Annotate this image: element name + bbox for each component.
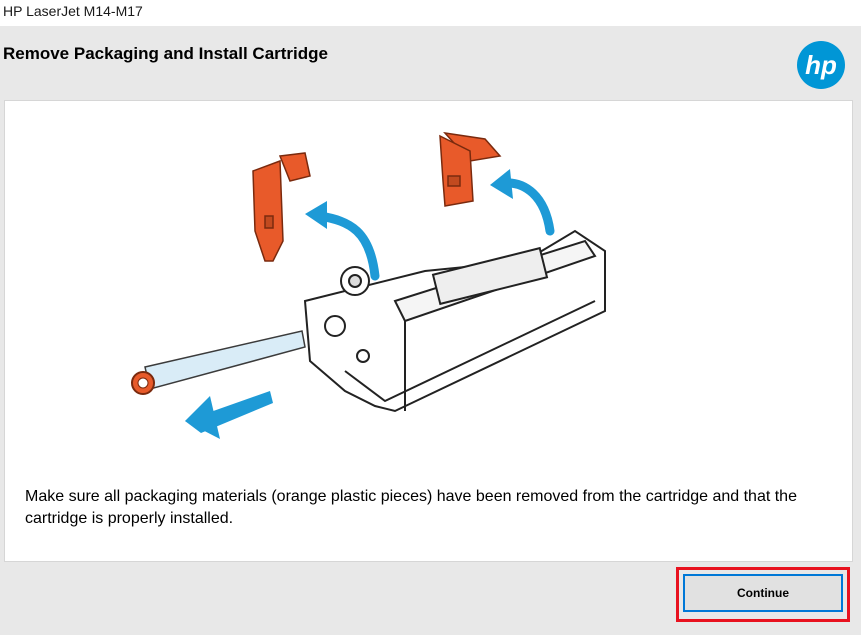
pull-direction-arrow: [185, 391, 273, 439]
instruction-text: Make sure all packaging materials (orang…: [25, 488, 797, 527]
left-arrow-head: [305, 201, 327, 229]
right-orange-clip: [439, 131, 502, 207]
right-arrow-head: [490, 169, 513, 199]
continue-button[interactable]: Continue: [683, 574, 843, 612]
sealing-strip: [131, 330, 306, 395]
hp-logo-text: hp: [805, 50, 837, 80]
page-title: Remove Packaging and Install Cartridge: [3, 44, 328, 63]
hp-logo: hp: [796, 40, 846, 90]
title-bar: HP LaserJet M14-M17: [0, 0, 861, 26]
toner-cartridge: [303, 229, 606, 413]
continue-button-highlight: [676, 567, 850, 622]
left-orange-clip: [252, 152, 311, 262]
left-curved-arrow: [315, 211, 380, 281]
window-title: HP LaserJet M14-M17: [3, 3, 143, 19]
content-panel: Make sure all packaging materials (orang…: [4, 100, 853, 562]
cartridge-illustration: [105, 121, 625, 451]
